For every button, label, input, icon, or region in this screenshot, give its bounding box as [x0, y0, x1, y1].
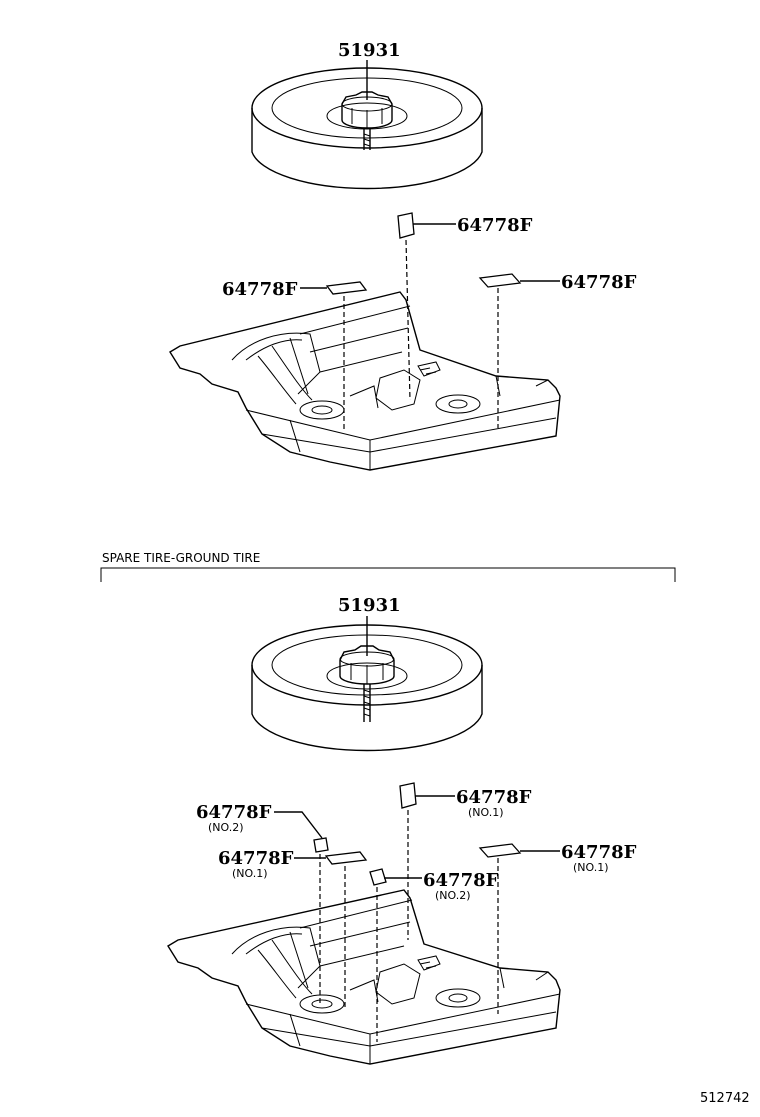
sheet-right-top: [478, 273, 560, 428]
sheet-right-bottom: [478, 843, 560, 1014]
sheet-center-bottom: [399, 782, 455, 940]
floor-pan-top: [169, 291, 561, 471]
sheet-mid-bottom: [369, 868, 422, 1042]
part-number-sheet-mid-bottom: 64778F: [423, 870, 499, 891]
part-number-sheet-center-bottom: 64778F: [456, 787, 532, 808]
part-number-51931-bottom: 51931: [338, 595, 401, 616]
section-header: SPARE TIRE-GROUND TIRE: [102, 551, 260, 565]
bottom-diagram: 51931 64778F (NO.1) 64778F (NO.2) 64778F…: [167, 595, 637, 1065]
top-diagram: 51931 64778F 64778F 64778F: [169, 40, 637, 471]
part-number-sheet-right-bottom: 64778F: [561, 842, 637, 863]
spare-tire-top: [251, 67, 483, 190]
part-number-sheet-left-top: 64778F: [222, 279, 298, 300]
sheet-center-top: [397, 212, 456, 401]
part-number-sheet-upper-left-bottom: 64778F: [196, 802, 272, 823]
figure-code: 512742: [700, 1091, 750, 1106]
sub-label-sheet-upper-left-bottom: (NO.2): [208, 821, 244, 834]
section-spare-tire-ground-tire: SPARE TIRE-GROUND TIRE: [100, 551, 676, 582]
sheet-left-top: [300, 281, 368, 432]
part-number-51931-top: 51931: [338, 40, 401, 61]
sub-label-sheet-lower-left-bottom: (NO.1): [232, 867, 268, 880]
sub-label-sheet-right-bottom: (NO.1): [573, 861, 609, 874]
part-number-sheet-lower-left-bottom: 64778F: [218, 848, 294, 869]
sub-label-sheet-mid-bottom: (NO.2): [435, 889, 471, 902]
section-bracket: [100, 567, 676, 582]
part-number-sheet-right-top: 64778F: [561, 272, 637, 293]
sheet-upper-left-bottom: [274, 811, 329, 1006]
sub-label-sheet-center-bottom: (NO.1): [468, 806, 504, 819]
part-number-sheet-center-top: 64778F: [457, 215, 533, 236]
floor-pan-bottom: [167, 889, 561, 1065]
